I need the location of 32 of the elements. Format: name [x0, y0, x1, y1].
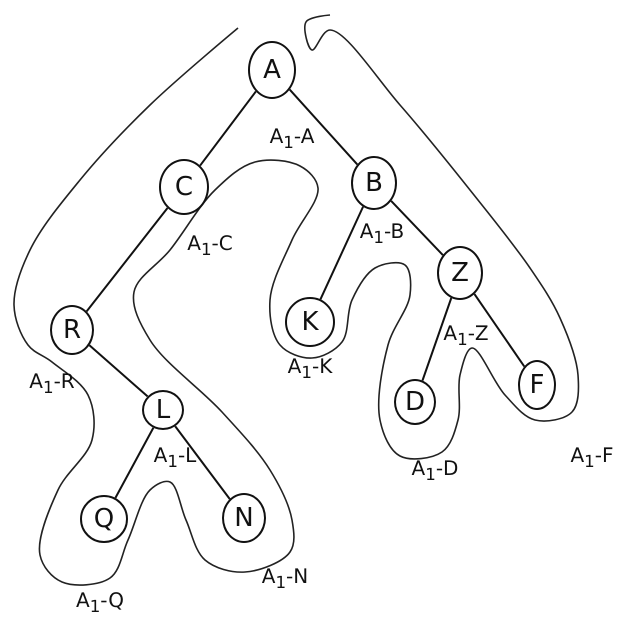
tree-node: N — [222, 493, 266, 543]
node-label: A$_{1}$-Q — [76, 588, 124, 616]
tree-node: K — [285, 297, 335, 347]
tree-edge — [88, 344, 148, 398]
tree-edge — [390, 200, 444, 256]
tree-node: C — [159, 159, 209, 215]
node-label: A$_{1}$-N — [262, 564, 308, 592]
tree-node: F — [518, 360, 556, 410]
node-label: A$_{1}$-Z — [443, 321, 489, 349]
tree-node: B — [351, 156, 397, 210]
tree-edge — [474, 293, 526, 368]
tree-node: L — [142, 390, 184, 430]
node-label: A$_{1}$-L — [154, 443, 196, 471]
node-label: A$_{1}$-C — [187, 231, 233, 259]
tree-edge — [422, 298, 452, 381]
tree-edge — [114, 427, 154, 498]
tree-edge — [174, 426, 231, 500]
node-label: A$_{1}$-A — [270, 124, 314, 152]
node-label: A$_{1}$-R — [29, 369, 75, 397]
tree-edge — [320, 206, 364, 300]
tree-node: Z — [437, 246, 483, 300]
tree-node: A — [248, 41, 296, 99]
tree-node: D — [394, 379, 436, 425]
tree-edge — [288, 88, 358, 166]
tree-node: R — [50, 305, 94, 355]
node-label: A$_{1}$-K — [288, 354, 332, 382]
tree-node: Q — [80, 495, 128, 543]
tree-edge — [199, 90, 257, 166]
node-label: A$_{1}$-B — [360, 219, 404, 247]
tree-edge — [86, 207, 168, 312]
node-label: A$_{1}$-D — [412, 456, 458, 484]
node-label: A$_{1}$-F — [570, 443, 614, 471]
